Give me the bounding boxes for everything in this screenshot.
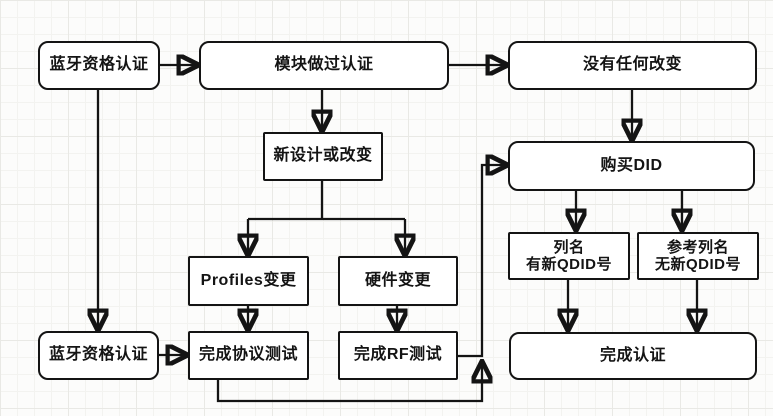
node-no-change: 没有任何改变 xyxy=(508,41,757,90)
edge-newdesign-split xyxy=(248,181,405,221)
node-complete-protocol-test: 完成协议测试 xyxy=(188,331,309,380)
node-listed-new-qdid-line1: 列名 xyxy=(553,238,585,256)
node-reference-listed-no-qdid-line1: 参考列名 xyxy=(666,238,729,256)
node-bluetooth-qualification-top: 蓝牙资格认证 xyxy=(38,41,160,90)
node-reference-listed-no-qdid: 参考列名 无新QDID号 xyxy=(637,232,759,280)
edge-protocoltest-feedback xyxy=(216,363,482,403)
node-hardware-change: 硬件变更 xyxy=(338,256,458,306)
node-complete-certification: 完成认证 xyxy=(509,332,757,380)
node-new-design-or-change: 新设计或改变 xyxy=(263,132,383,181)
node-buy-did: 购买DID xyxy=(508,141,755,191)
node-reference-listed-no-qdid-line2: 无新QDID号 xyxy=(654,256,741,273)
node-module-certified: 模块做过认证 xyxy=(199,41,449,90)
node-profiles-change: Profiles变更 xyxy=(188,256,309,306)
node-bluetooth-qualification-bottom: 蓝牙资格认证 xyxy=(38,331,159,380)
node-listed-new-qdid-line2: 有新QDID号 xyxy=(525,256,612,273)
node-listed-new-qdid: 列名 有新QDID号 xyxy=(508,232,630,280)
node-complete-rf-test: 完成RF测试 xyxy=(338,331,458,380)
edge-rftest-to-buydid xyxy=(458,165,506,358)
